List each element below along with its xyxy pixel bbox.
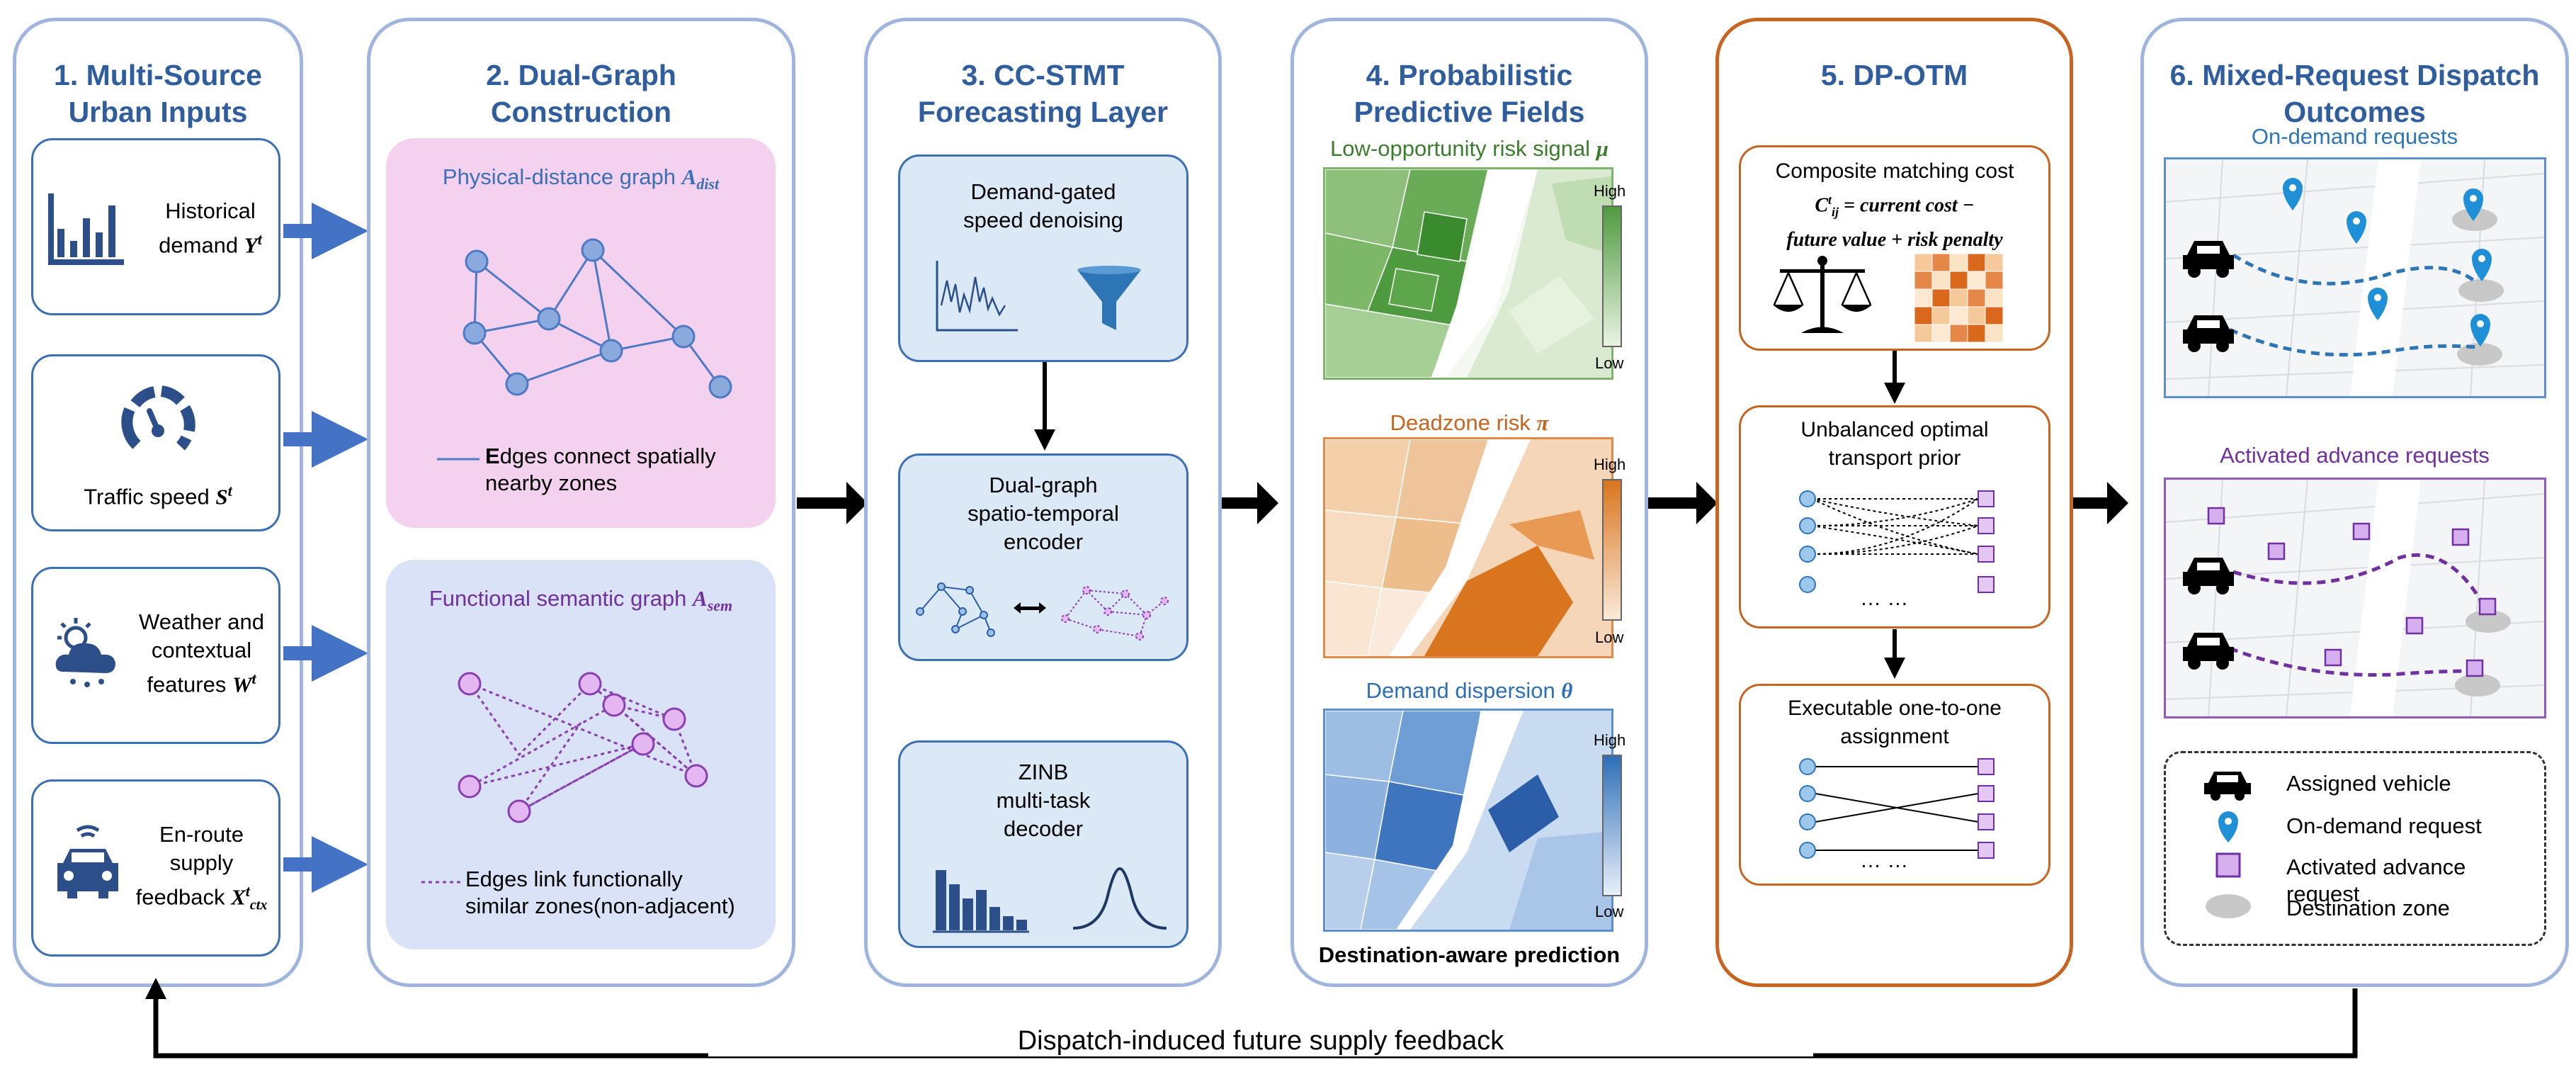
car-icon [2204,772,2251,801]
assign-dots: … … [1860,849,1909,872]
advance-label: Activated advance requests [2220,443,2490,468]
on-demand-map [2164,157,2546,398]
cost-matrix-icon [1914,253,2004,343]
semantic-graph-network [458,672,708,823]
gaussian-curve-icon [1072,867,1167,930]
green-low: Low [1595,354,1624,372]
dispersion-title: Demand dispersion θ [1366,678,1573,703]
purple-square-icon [2215,852,2241,878]
uot-flow-icon [1799,490,1995,593]
on-demand-label: On-demand requests [2251,124,2458,149]
green-heatmap [1325,169,1611,378]
orange-heatmap [1325,439,1611,656]
blue-colorbar [1602,755,1622,896]
speedometer-icon [121,385,195,451]
low-opportunity-map [1323,167,1613,380]
advance-map [2164,478,2546,718]
physical-graph-title: Physical-distance graph Adist [442,164,720,193]
fields-caption: Destination-aware prediction [1318,942,1621,967]
noisy-signal-icon [936,261,1018,332]
dpotm-down-arrows [1884,351,1905,679]
semantic-graph-title: Functional semantic graph Asem [429,586,733,615]
location-pin-icon [2218,811,2238,842]
weather-icon [55,618,115,687]
input-traffic-speed: Traffic speed St [31,354,280,531]
cost-formula: Ctij = current cost −future value + risk… [1786,193,2003,251]
blue-high: High [1594,731,1626,749]
histogram-icon [933,870,1029,933]
legend-label-vehicle: Assigned vehicle [2286,771,2451,796]
input-arrows [283,203,368,893]
balance-scale-icon [1773,256,1872,333]
low-opportunity-title: Low-opportunity risk signal μ [1330,136,1608,161]
solid-edge-legend-line [437,458,480,461]
legend-label-advance: Activated advance request [2286,855,2466,906]
on-demand-scene [2166,159,2544,396]
physical-distance-graph: Physical-distance graph Adist Edges conn… [386,138,776,528]
legend-label-destination: Destination zone [2286,896,2450,920]
functional-semantic-graph: Functional semantic graph Asem Edges lin… [386,560,776,949]
green-colorbar [1602,205,1622,347]
gray-ellipse-icon [2206,894,2251,918]
cost-title: Composite matching cost [1775,159,2014,183]
car-icon [57,825,118,898]
advance-scene [2166,480,2544,716]
physical-graph-network [463,238,732,399]
deadzone-map [1323,437,1613,658]
filter-funnel-icon [1077,266,1141,330]
orange-low: Low [1595,628,1624,646]
bar-chart-icon [48,193,124,265]
assignment-flow-icon [1799,758,1995,859]
uot-dots: … … [1860,587,1909,610]
orange-colorbar [1602,479,1622,621]
legend-box: Assigned vehicle On-demand request Activ… [2164,751,2546,946]
flow-arrows [797,482,2128,524]
deadzone-title: Deadzone risk π [1390,410,1549,435]
dispersion-map [1323,709,1613,932]
traffic-label: Traffic speed St [84,482,232,509]
blue-heatmap [1325,711,1611,930]
legend-label-on-demand: On-demand request [2286,813,2482,838]
orange-high: High [1594,456,1626,473]
green-high: High [1594,182,1626,200]
feedback-label: Dispatch-induced future supply feedback [708,1025,1813,1056]
panel-title: 5. DP-OTM [1820,59,1968,91]
blue-low: Low [1595,903,1624,920]
matching-cost-box: Composite matching cost Ctij = current c… [1739,145,2050,351]
dotted-edge-legend-line [421,881,464,884]
dual-graph-icon [916,582,1169,641]
